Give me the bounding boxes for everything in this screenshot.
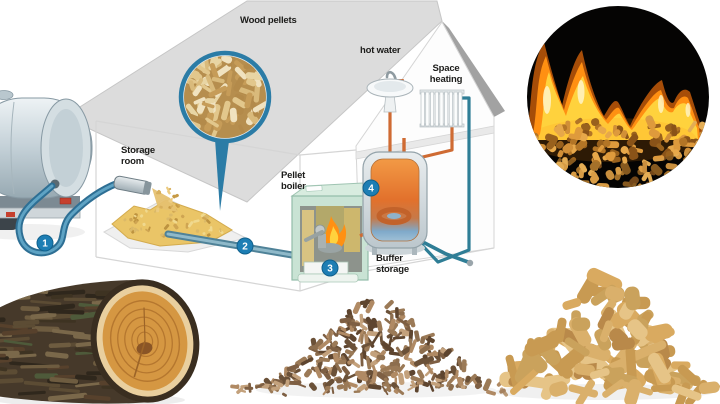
svg-text:1: 1 — [42, 239, 48, 250]
label-space-heating-1: Space — [433, 63, 460, 74]
label-storage-room-1: Storage — [121, 145, 155, 156]
delivery-hose — [15, 179, 122, 257]
label-wood-pellets: Wood pellets — [240, 15, 297, 26]
marker-2: 2 — [236, 237, 254, 255]
roof-edge — [442, 21, 505, 117]
label-storage-room-2: room — [121, 156, 144, 167]
step-markers: 1 2 3 4 — [36, 179, 380, 277]
cold-return-pipe — [419, 96, 471, 264]
marker-3: 3 — [321, 259, 339, 277]
hose-nozzle — [113, 175, 152, 195]
buffer-storage-tank — [362, 151, 428, 255]
label-buffer-storage-1: Buffer — [376, 253, 403, 264]
label-buffer-storage-2: storage — [376, 264, 409, 275]
svg-text:2: 2 — [242, 242, 248, 253]
diagram-labels: Wood pellets Storage room hot water Spac… — [121, 15, 463, 275]
svg-text:3: 3 — [327, 264, 333, 275]
log-cut-face — [90, 279, 200, 403]
label-pellet-boiler-2: boiler — [281, 181, 306, 192]
photo-log — [0, 279, 200, 404]
marker-1: 1 — [36, 234, 54, 252]
delivery-tanker — [0, 90, 179, 257]
radiator-space-heating — [419, 89, 465, 128]
auger-conveyor — [164, 230, 302, 260]
pellet-boiler — [290, 181, 384, 283]
magnifier-loupe — [178, 50, 272, 211]
label-pellet-boiler-1: Pellet — [281, 170, 306, 181]
photo-wood-chips — [230, 298, 509, 398]
photo-burning-pellets — [527, 6, 709, 188]
svg-text:4: 4 — [368, 184, 374, 195]
loupe-pointer — [215, 139, 229, 211]
marker-4: 4 — [362, 179, 380, 197]
pellet-heap — [111, 199, 233, 247]
photo-pellets-pile — [494, 267, 720, 404]
label-space-heating-2: heating — [430, 74, 463, 85]
label-hot-water: hot water — [360, 45, 401, 56]
sink-hot-water — [366, 71, 414, 113]
